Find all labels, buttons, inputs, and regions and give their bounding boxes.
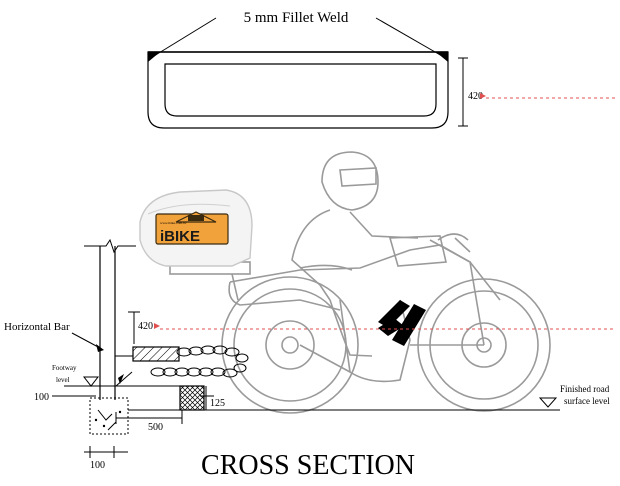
fork-stripe-2	[392, 304, 426, 346]
section-inner	[164, 63, 437, 117]
dim-420-top: 420	[468, 91, 483, 102]
fork-stripe-1	[378, 318, 404, 336]
drawing-title: CROSS SECTION	[201, 450, 415, 481]
horizontal-bar	[132, 346, 180, 362]
ibike-logo: www.ibike.com.tw iBIKE	[155, 211, 229, 245]
dim-500: 500	[148, 422, 163, 433]
weld-leader-left	[153, 17, 217, 57]
top-box: www.ibike.com.tw iBIKE	[139, 189, 253, 267]
dim-100-left: 100	[34, 392, 49, 403]
footway-label-1: Footway	[52, 364, 77, 372]
section-outer	[147, 51, 449, 129]
chain	[150, 345, 249, 378]
footway-level-marker	[82, 376, 100, 387]
fork-stripe-3	[378, 300, 410, 328]
dim-420-mid-group: 420	[128, 311, 615, 344]
road-label-1: Finished road	[560, 384, 610, 394]
horizontal-bar-label: Horizontal Bar	[4, 321, 70, 333]
logo-small-text: www.ibike.com.tw	[160, 221, 187, 225]
kerb-block	[179, 385, 205, 411]
dim-125: 125	[210, 398, 225, 409]
road-level-marker	[538, 397, 558, 408]
dim-100-bottom: 100	[90, 460, 105, 471]
post-assembly	[64, 238, 560, 435]
weld-label: 5 mm Fillet Weld	[244, 10, 349, 26]
motorcycle-illustration	[169, 151, 551, 414]
dim-420-mid: 420	[138, 321, 153, 332]
road-label-2: surface level	[564, 396, 610, 406]
bar-section-detail: 5 mm Fillet Weld 420	[147, 10, 615, 129]
logo-brand: iBIKE	[160, 228, 200, 245]
footway-label-2: level	[56, 376, 70, 384]
foundation	[89, 397, 129, 435]
weld-leader-right	[375, 17, 443, 57]
